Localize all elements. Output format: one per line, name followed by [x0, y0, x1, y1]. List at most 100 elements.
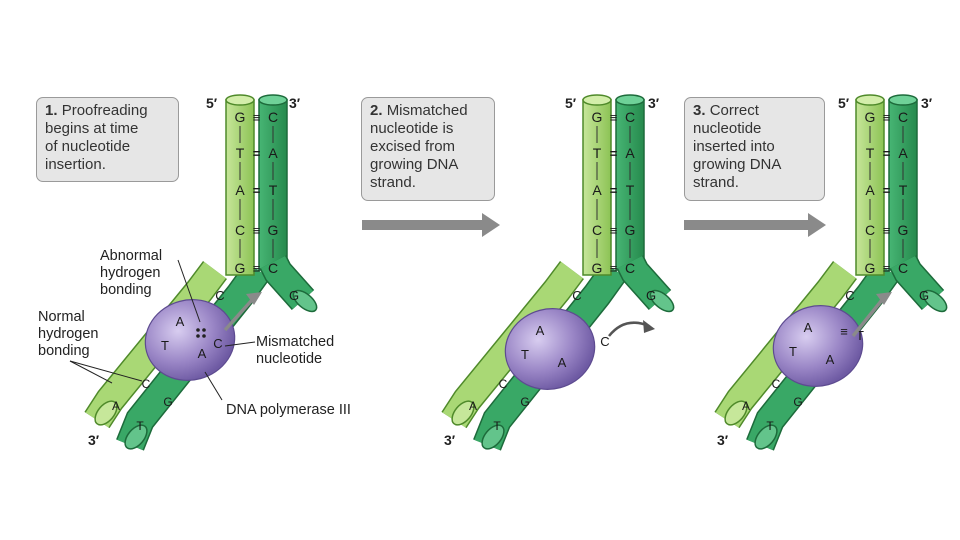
template-branch-cap [292, 289, 318, 313]
dna-polymerase-iii [772, 305, 864, 387]
upper-new-strand-cap [582, 94, 612, 106]
lower-right-base: G [520, 395, 529, 409]
panel-2-five-prime: 5′ [565, 95, 577, 111]
lower-left-base: C [499, 377, 508, 391]
new-base: T [236, 145, 245, 161]
lower-left-base: A [112, 399, 120, 413]
direction-arrowhead [876, 292, 892, 305]
correct-base: T [856, 328, 864, 343]
hydrogen-bond: ≡ [610, 110, 618, 125]
step-1-box: 1. Proofreading begins at time of nucleo… [36, 97, 179, 182]
excision-arrowhead [643, 320, 655, 333]
direction-arrowhead [246, 292, 262, 305]
excision-arrow [608, 321, 650, 337]
new-base: A [235, 182, 245, 198]
abnormal-leader [177, 259, 201, 323]
lower-right-base: G [793, 395, 802, 409]
new-base: C [235, 222, 245, 238]
template-base: A [268, 145, 278, 161]
active-new-base: T [161, 338, 169, 353]
upper-template-strand-cap [258, 94, 288, 106]
template-base: G [646, 288, 656, 303]
panel-3-bottom-three-prime: 3′ [717, 432, 729, 448]
abnormal-bond-dot [196, 334, 200, 338]
dna-polymerase-iii [144, 299, 236, 381]
mismatched-nucleotide-label: Mismatched nucleotide [256, 334, 335, 367]
step-1-number: 1. [45, 102, 58, 119]
active-template-base: A [198, 346, 207, 361]
template-base: A [625, 145, 635, 161]
mismatched-base: C [213, 336, 222, 351]
active-template-base: A [826, 352, 835, 367]
normal-leader [69, 360, 143, 382]
panel-3-three-prime: 3′ [921, 95, 933, 111]
template-base: C [898, 109, 908, 125]
hydrogen-bond: ≡ [253, 110, 261, 125]
direction-arrow [851, 298, 884, 338]
template-base: C [898, 260, 908, 276]
template-base: G [625, 222, 636, 238]
new-strand-end-cap [94, 400, 118, 426]
new-base: C [592, 222, 602, 238]
dna-polymerase-iii [504, 308, 596, 390]
panel-2-three-prime: 3′ [648, 95, 660, 111]
hydrogen-bond: ≡ [253, 261, 261, 276]
step-arrow-2-head [808, 213, 826, 237]
hydrogen-bond: = [610, 146, 618, 161]
new-strand-end-cap [451, 400, 475, 426]
new-base: G [235, 260, 246, 276]
hydrogen-bond: ≡ [610, 223, 618, 238]
correct-bond: ≡ [840, 324, 848, 339]
template-strand-end-cap [124, 424, 148, 450]
new-base: C [865, 222, 875, 238]
mismatch-leader [224, 341, 256, 347]
lower-right-base: G [163, 395, 172, 409]
template-base: C [268, 109, 278, 125]
panel-2-bottom-three-prime: 3′ [444, 432, 456, 448]
panel-1-five-prime: 5′ [206, 95, 218, 111]
hydrogen-bond: ≡ [610, 261, 618, 276]
step-2-box: 2. Mismatched nucleotide is excised from… [361, 97, 495, 201]
new-base: T [866, 145, 875, 161]
hydrogen-bond: = [253, 183, 261, 198]
template-strand-end-cap [754, 424, 778, 450]
abnormal-bond-dot [196, 328, 200, 332]
step-1-text: Proofreading begins at time of nucleotid… [45, 102, 148, 173]
lower-left-base: A [469, 399, 477, 413]
abnormal-bonding-label: Abnormal hydrogen bonding [100, 248, 163, 298]
template-strand-end-cap [481, 424, 505, 450]
template-base: G [919, 288, 929, 303]
new-base: C [845, 288, 854, 303]
new-base: T [593, 145, 602, 161]
direction-arrow [223, 298, 254, 332]
template-base: T [899, 182, 908, 198]
template-base: C [625, 260, 635, 276]
hydrogen-bond: ≡ [883, 110, 891, 125]
new-base: A [865, 182, 875, 198]
hydrogen-bond: ≡ [253, 223, 261, 238]
panel-1-bottom-three-prime: 3′ [88, 432, 100, 448]
hydrogen-bond: ≡ [883, 261, 891, 276]
new-base: G [865, 109, 876, 125]
step-3-box: 3. Correct nucleotide inserted into grow… [684, 97, 825, 201]
new-base: G [235, 109, 246, 125]
hydrogen-bond: = [253, 146, 261, 161]
active-template-base: A [558, 355, 567, 370]
lower-right-base: T [766, 419, 774, 433]
lower-right-base: T [493, 419, 501, 433]
step-arrow-1-head [482, 213, 500, 237]
template-base: T [626, 182, 635, 198]
step-3-number: 3. [693, 102, 706, 119]
new-base: A [592, 182, 602, 198]
active-new-base: A [804, 320, 813, 335]
template-branch-cap [649, 289, 675, 313]
hydrogen-bond: ≡ [883, 223, 891, 238]
step-arrow-1-shaft [362, 220, 484, 230]
lower-left-base: C [142, 377, 151, 391]
hydrogen-bond: = [883, 146, 891, 161]
step-2-number: 2. [370, 102, 383, 119]
new-base: C [572, 288, 581, 303]
